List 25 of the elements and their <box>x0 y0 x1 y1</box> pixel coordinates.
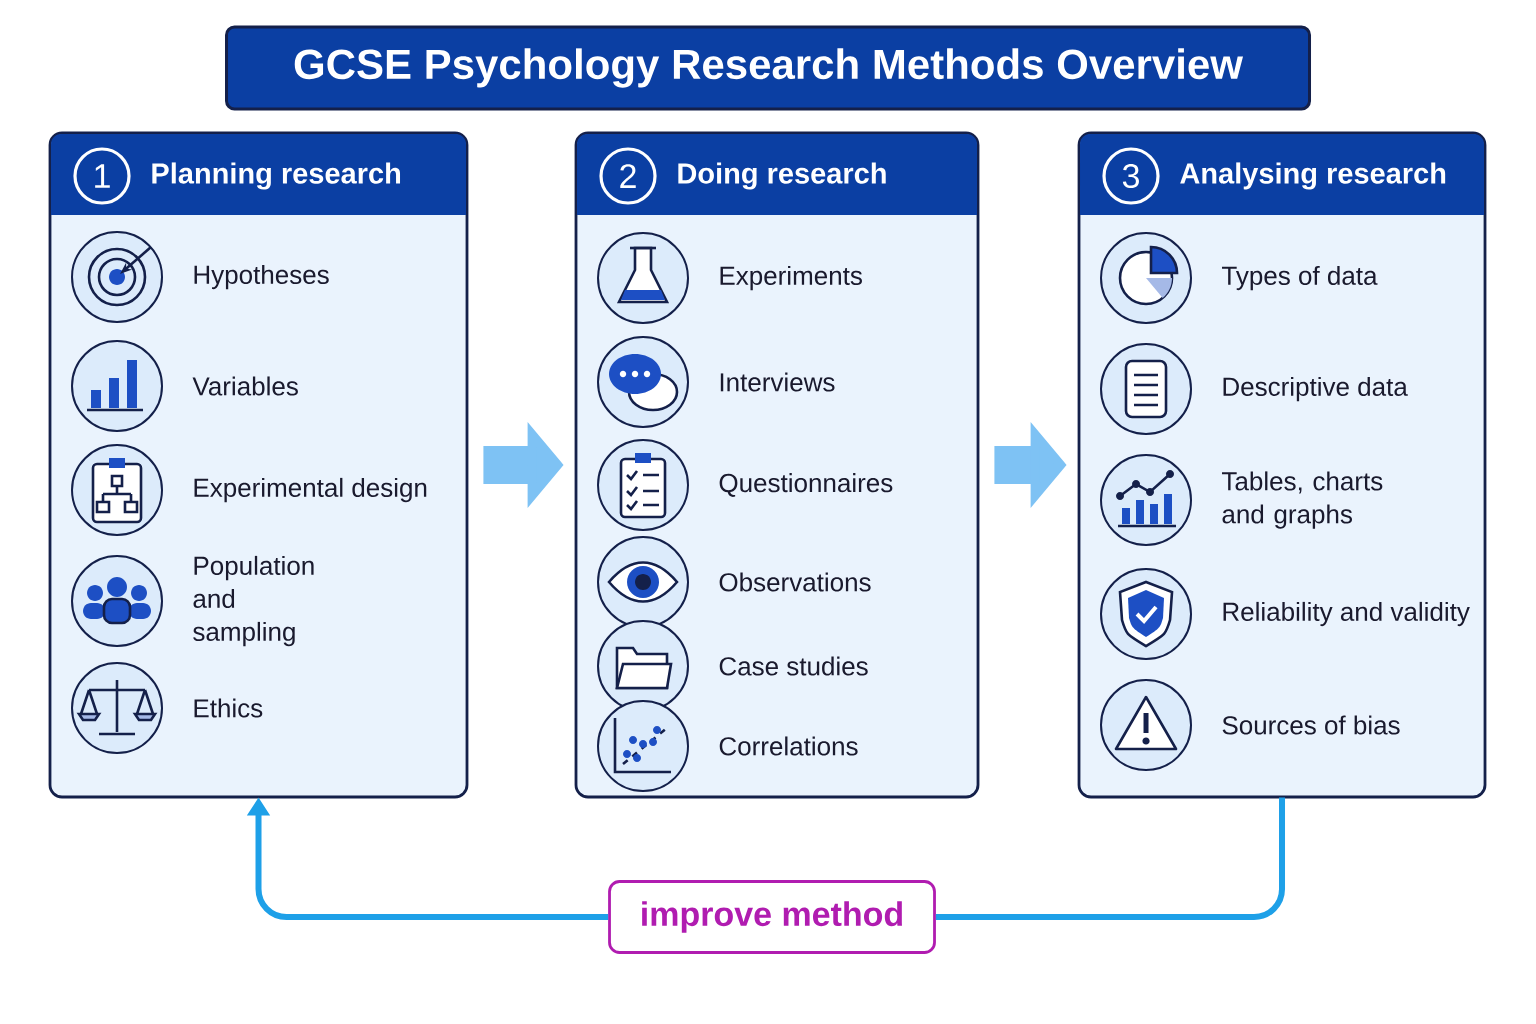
connector-line <box>935 797 1285 920</box>
item-label: Sources of bias <box>1222 715 1400 735</box>
item-label: Hypotheses <box>194 264 329 290</box>
step-number: 1 <box>73 147 131 205</box>
item-label: Reliability and validity <box>1223 601 1470 627</box>
item-label: Correlations <box>719 736 858 756</box>
item-label: Types of data <box>1222 265 1378 291</box>
item-label: Population and sampling <box>193 555 314 647</box>
label-box: improve method <box>608 880 936 954</box>
item-label: Descriptive data <box>1223 376 1408 402</box>
step-number: 2 <box>599 147 657 205</box>
panel-heading: Planning research <box>152 162 400 190</box>
item-label: Tables, charts and graphs <box>1222 471 1383 529</box>
item-label: Variables <box>192 376 298 396</box>
item-label: Questionnaires <box>719 473 893 497</box>
item-label: Observations <box>719 572 871 592</box>
panel-heading: Doing research <box>678 162 886 190</box>
item-label: Interviews <box>720 372 835 392</box>
item-label: Ethics <box>194 698 263 718</box>
step-number: 3 <box>1102 147 1160 205</box>
title-banner: GCSE Psychology Research Methods Overview <box>225 25 1311 111</box>
item-label: Case studies <box>719 656 868 676</box>
item-label: Experiments <box>720 265 862 291</box>
item-label: Experimental design <box>194 477 427 503</box>
panel-heading: Analysing research <box>1180 162 1446 190</box>
